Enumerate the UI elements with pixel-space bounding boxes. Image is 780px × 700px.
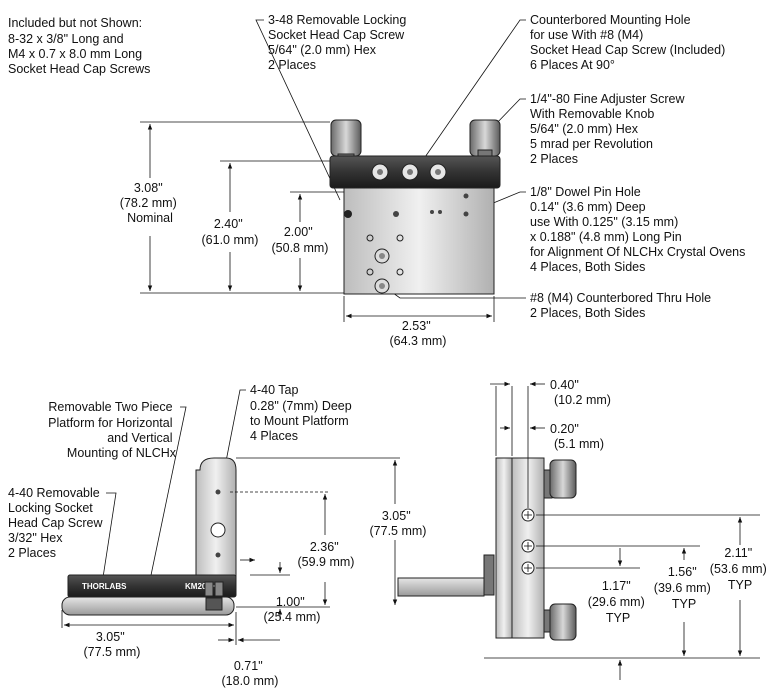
dim-040: 0.40" (10.2 mm)	[550, 378, 611, 407]
dim-236: 2.36" (59.9 mm)	[298, 540, 355, 569]
brand-label: THORLABS	[82, 582, 127, 591]
leader-side-screw	[97, 492, 117, 611]
leader-fine-adjuster	[491, 98, 526, 129]
dowel-pin-label: 1/8" Dowel Pin Hole 0.14" (3.6 mm) Deep …	[530, 185, 749, 274]
model-label: KM200HM	[185, 582, 224, 591]
side-mount: THORLABS KM200HM	[61, 457, 237, 616]
vertical-bracket	[195, 457, 237, 586]
front-mount	[329, 119, 501, 295]
end-top-knob	[549, 459, 577, 499]
front-plate	[343, 187, 495, 295]
dim-100: 1.00" (25.4 mm)	[264, 595, 321, 624]
dim-020: 0.20" (5.1 mm)	[550, 422, 604, 451]
dim-156: 1.56" (39.6 mm) TYP	[654, 565, 714, 611]
dim-width: 2.53" (64.3 mm)	[390, 319, 447, 348]
leader-platform	[149, 406, 187, 581]
base-plate	[61, 596, 235, 616]
left-knob	[330, 119, 362, 157]
tap-label: 4-40 Tap 0.28" (7mm) Deep to Mount Platf…	[250, 383, 355, 443]
dim-211: 2.11" (53.6 mm) TYP	[710, 546, 770, 592]
platform-label: Removable Two Piece Platform for Horizon…	[48, 400, 177, 460]
counterbored-hole-label: Counterbored Mounting Hole for use With …	[530, 13, 729, 72]
dim-117: 1.17" (29.6 mm) TYP	[588, 579, 648, 625]
thru-hole-label: #8 (M4) Counterbored Thru Hole 2 Places,…	[530, 291, 715, 320]
included-note: Included but not Shown: 8-32 x 3/8" Long…	[8, 16, 150, 76]
dim-071: 0.71" (18.0 mm)	[222, 659, 279, 688]
front-view: Included but not Shown: 8-32 x 3/8" Long…	[8, 13, 749, 348]
leader-counterbored	[422, 19, 526, 161]
dim-height-total: 3.08" (78.2 mm) Nominal	[120, 181, 180, 225]
dim-height-200: 2.00" (50.8 mm)	[272, 225, 329, 255]
locking-screw-label: 3-48 Removable Locking Socket Head Cap S…	[268, 13, 410, 72]
end-mount	[397, 457, 577, 641]
dim-height-240: 2.40" (61.0 mm)	[202, 217, 259, 247]
side-locking-screw-label: 4-40 Removable Locking Socket Head Cap S…	[8, 486, 106, 560]
end-view: 0.40" (10.2 mm) 0.20" (5.1 mm) 2.11" (53…	[397, 378, 770, 680]
end-rear-plate	[495, 457, 513, 639]
end-bottom-knob	[549, 603, 577, 641]
dim-305-vert: 3.05" (77.5 mm)	[370, 509, 427, 538]
fine-adjuster-label: 1/4"-80 Fine Adjuster Screw With Removab…	[530, 92, 688, 166]
dim-305-horiz: 3.05" (77.5 mm)	[84, 630, 141, 659]
leader-locking-screw	[255, 19, 341, 201]
end-platform	[397, 577, 485, 597]
side-view: Removable Two Piece Platform for Horizon…	[8, 383, 426, 688]
